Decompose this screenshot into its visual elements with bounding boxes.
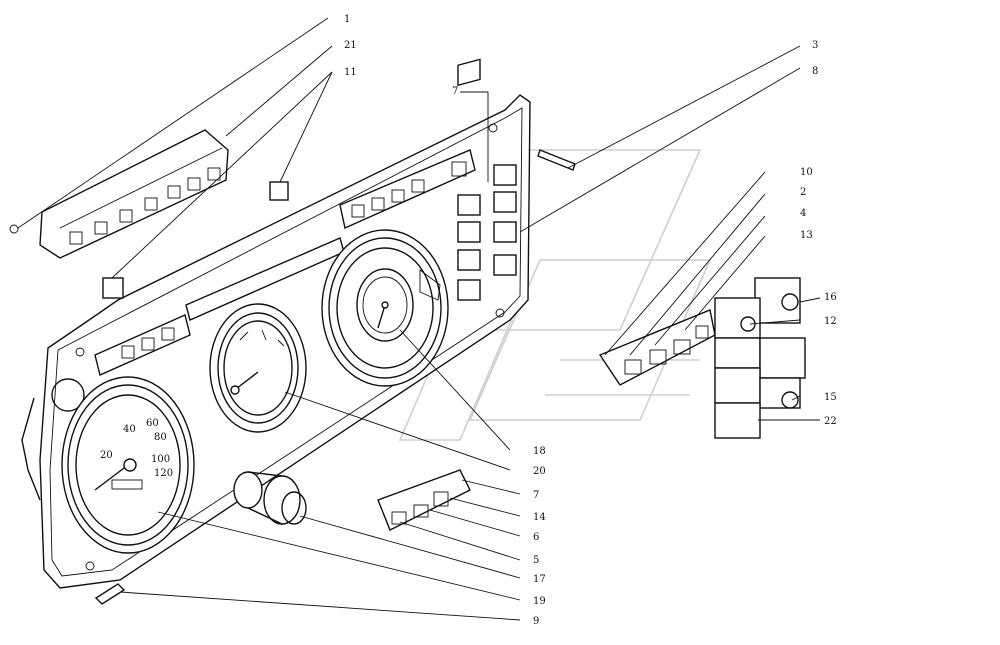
switch-block-right bbox=[598, 309, 716, 386]
callout-14: 14 bbox=[533, 512, 546, 523]
speedo-tick-120: 120 bbox=[154, 468, 173, 479]
tachometer bbox=[321, 229, 449, 387]
callout-6: 6 bbox=[533, 532, 539, 543]
callout-7-top: 7 bbox=[452, 86, 458, 97]
lighter-assembly bbox=[233, 471, 307, 525]
speedo-tick-60: 60 bbox=[146, 418, 159, 429]
speedo-tick-100: 100 bbox=[151, 454, 170, 465]
callout-2: 2 bbox=[800, 187, 806, 198]
callout-20: 20 bbox=[533, 466, 546, 477]
panel-switch-strip bbox=[94, 149, 476, 376]
callout-8: 8 bbox=[812, 66, 818, 77]
switch-block-top bbox=[9, 129, 229, 259]
callout-7-bottom: 7 bbox=[533, 490, 539, 501]
callout-22: 22 bbox=[824, 416, 837, 427]
leader-lines bbox=[17, 17, 821, 621]
callout-18: 18 bbox=[533, 446, 546, 457]
speedo-tick-40: 40 bbox=[123, 424, 136, 435]
combination-gauge bbox=[209, 303, 307, 433]
callout-9: 9 bbox=[533, 616, 539, 627]
callout-10: 10 bbox=[800, 167, 813, 178]
speedo-tick-80: 80 bbox=[154, 432, 167, 443]
speedo-tick-20: 20 bbox=[100, 450, 113, 461]
callout-13: 13 bbox=[800, 230, 813, 241]
lamp-parts bbox=[102, 181, 289, 299]
speedometer: 20 40 60 80 100 120 bbox=[61, 376, 195, 554]
callout-17: 17 bbox=[533, 574, 546, 585]
callout-labels: 1 21 11 7 3 8 10 2 4 13 16 12 15 22 18 2… bbox=[344, 14, 837, 627]
callout-16: 16 bbox=[824, 292, 837, 303]
callout-19: 19 bbox=[533, 596, 546, 607]
warning-lamp-grid bbox=[457, 58, 517, 301]
screw-3 bbox=[537, 149, 576, 171]
callout-11: 11 bbox=[344, 67, 357, 78]
screw-9 bbox=[94, 583, 126, 605]
callout-3: 3 bbox=[812, 40, 818, 51]
callout-5: 5 bbox=[533, 555, 539, 566]
callout-15: 15 bbox=[824, 392, 837, 403]
callout-12: 12 bbox=[824, 316, 837, 327]
switch-stack bbox=[714, 277, 806, 439]
callout-21: 21 bbox=[344, 40, 357, 51]
callout-1: 1 bbox=[344, 14, 350, 25]
callout-4: 4 bbox=[800, 208, 806, 219]
switch-cluster-bottom bbox=[377, 469, 471, 531]
